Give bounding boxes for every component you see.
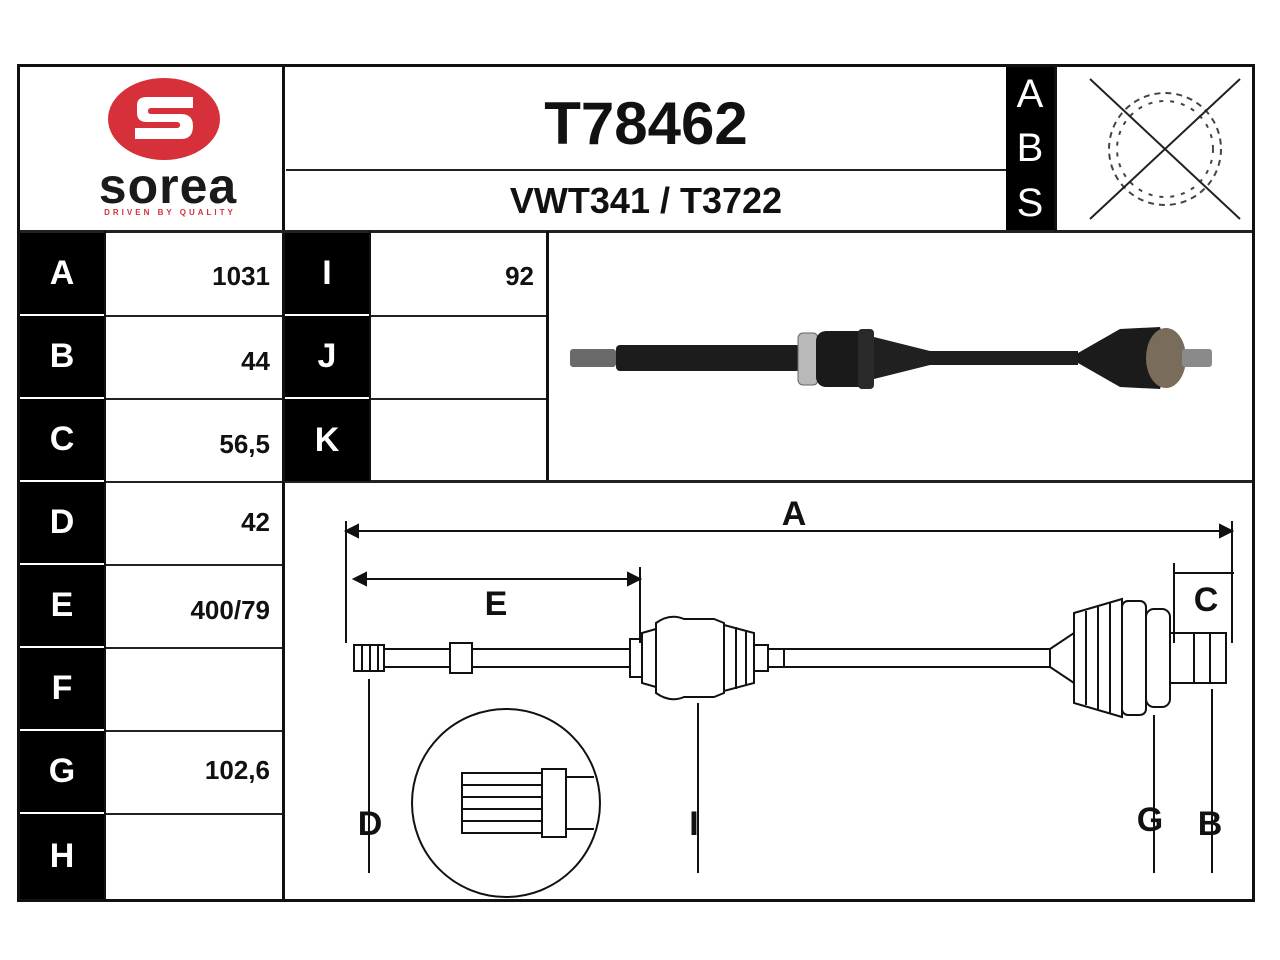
spec-value-g: 102,6: [204, 755, 270, 785]
row-divider: [371, 398, 546, 400]
row-divider: [106, 398, 282, 400]
spec-label-a: A: [20, 233, 104, 316]
row-divider: [371, 315, 546, 317]
part-number: T78462: [544, 89, 748, 157]
row-divider: [106, 813, 282, 815]
abs-ring-crossed-icon: [1089, 78, 1241, 220]
divider-photo-left: [546, 231, 549, 481]
divider-logo: [282, 67, 285, 899]
divider-title: [286, 169, 1006, 171]
diagram-label-d: D: [357, 805, 383, 843]
abs-letters: A B S: [1006, 67, 1054, 230]
abs-letter: S: [1016, 180, 1044, 225]
spec-value-c: 56,5: [219, 429, 270, 459]
row-divider: [106, 730, 282, 732]
diagram-label-i: I: [689, 805, 699, 843]
spec-label-f: F: [20, 648, 104, 731]
spec-label-d: D: [20, 482, 104, 565]
spec-value-i: 92: [505, 261, 534, 291]
diagram-label-a: A: [781, 495, 807, 533]
sorea-logo-icon: [108, 78, 220, 160]
diagram-label-b: B: [1197, 805, 1223, 843]
row-divider: [106, 647, 282, 649]
cross-reference: VWT341 / T3722: [509, 180, 783, 221]
spec-label-b: B: [20, 316, 104, 399]
row-divider: [106, 315, 282, 317]
brand-tagline: DRIVEN BY QUALITY: [104, 208, 236, 217]
divider-photo-bottom: [284, 480, 1252, 483]
abs-letter: A: [1016, 72, 1044, 117]
row-divider: [106, 564, 282, 566]
divider-header-bottom: [20, 230, 1252, 233]
spec-label-e: E: [20, 565, 104, 648]
spec-value-b: 44: [241, 346, 270, 376]
spec-value-e: 400/79: [190, 595, 270, 625]
spec-label-i: I: [285, 233, 369, 316]
spec-label-c: C: [20, 399, 104, 482]
diagram-label-e: E: [484, 585, 508, 623]
diagram-label-c: C: [1193, 581, 1219, 619]
row-divider: [106, 481, 282, 483]
brand-name: sorea: [98, 158, 238, 214]
spec-label-k: K: [285, 399, 369, 481]
technical-drawing: [343, 521, 1235, 898]
divider-value-col-right: [369, 231, 371, 481]
spec-sheet: sorea DRIVEN BY QUALITY T78462 VWT341 / …: [17, 64, 1255, 902]
spec-value-a: 1031: [212, 261, 270, 291]
abs-letter: B: [1016, 126, 1044, 171]
spec-value-d: 42: [241, 507, 270, 537]
divider-value-col: [104, 231, 106, 901]
spec-label-h: H: [20, 814, 104, 899]
spec-label-j: J: [285, 316, 369, 399]
drive-shaft-photo: [570, 327, 1212, 389]
diagram-label-g: G: [1136, 801, 1164, 839]
spec-label-g: G: [20, 731, 104, 814]
divider-abs-right: [1054, 67, 1057, 231]
